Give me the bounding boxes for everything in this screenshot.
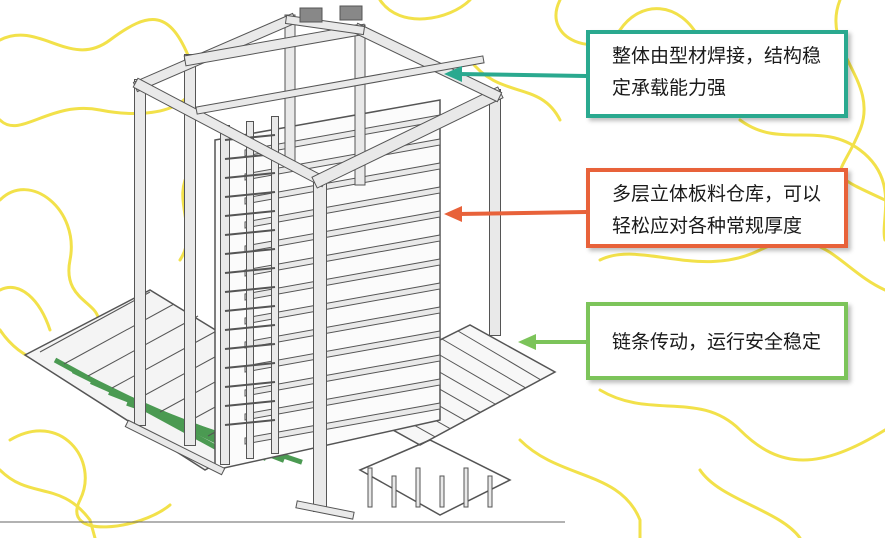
callout-2-line-2: 轻松应对各种常规厚度: [612, 215, 803, 237]
callout-3-line-1: 链条传动，运行安全稳定: [612, 331, 822, 353]
rack-shelf-layer: [244, 282, 441, 325]
rack-shelf-layer: [244, 378, 441, 421]
lift-motor: [299, 7, 323, 23]
rack-shelf-layer: [244, 162, 441, 205]
ladder-rung: [224, 191, 276, 198]
arrow-welded-structure: [457, 72, 587, 78]
conveyor-roller: [39, 291, 151, 353]
rack-shelf-layer: [244, 258, 441, 301]
lift-motor: [339, 5, 363, 21]
ladder-rung: [224, 229, 276, 236]
arrow-multilayer-warehouse-head: [444, 206, 462, 222]
ladder-rung: [224, 419, 276, 426]
frame-post-fill: [184, 24, 366, 66]
ladder-rung: [224, 400, 276, 407]
contour-line: [598, 388, 885, 462]
frame-post-fill: [133, 78, 327, 187]
frame-post-fill: [312, 87, 503, 188]
contour-line: [468, 58, 562, 122]
callout-1-line-2: 定承载能力强: [612, 77, 727, 99]
frame-post-fill: [353, 23, 502, 102]
callout-arrows: [444, 66, 587, 350]
contour-line: [378, 0, 472, 21]
callout-1-line-1: 整体由型材焊接，结构稳: [612, 45, 822, 67]
tray-slat: [441, 338, 526, 389]
callout-2-line-1: 多层立体板料仓库，可以: [612, 183, 822, 205]
contour-line: [738, 118, 885, 242]
contour-line: [518, 438, 642, 540]
frame-post-fill: [296, 501, 354, 519]
conveyor-roller: [63, 303, 175, 365]
frame-post-fill: [125, 420, 225, 475]
support-cage: [358, 439, 512, 516]
arrow-multilayer-warehouse: [457, 210, 587, 216]
frame-post-fill: [196, 56, 484, 114]
arrow-welded-structure-head: [444, 66, 462, 82]
callout-multilayer-warehouse: 多层立体板料仓库，可以 轻松应对各种常规厚度: [586, 168, 848, 248]
callout-chain-drive: 链条传动，运行安全稳定: [586, 302, 848, 380]
contour-line: [8, 429, 172, 529]
rack-shelf-layer: [244, 210, 441, 253]
conveyor-roller: [111, 327, 223, 389]
ladder-rung: [224, 305, 276, 312]
contour-line: [0, 468, 97, 540]
ladder-rung: [224, 172, 276, 179]
rack-shelf-layer: [244, 234, 441, 277]
rack-shelf-layer: [244, 402, 441, 445]
rack-shelf-layer: [244, 186, 441, 229]
rack-shelf-layer: [244, 330, 441, 373]
contour-line: [0, 285, 52, 332]
ladder-rung: [224, 248, 276, 255]
ladder-rung: [224, 286, 276, 293]
rack-shelf-layer: [244, 354, 441, 397]
ladder-rung: [224, 324, 276, 331]
arrow-chain-drive-head: [518, 334, 536, 350]
ladder-rung: [224, 267, 276, 274]
contour-line: [698, 468, 802, 540]
automated-multilayer-sheet-storage-rack-icon: [0, 5, 565, 523]
tray-slat: [457, 330, 541, 380]
ladder-rung: [224, 362, 276, 369]
ladder-rung: [224, 210, 276, 217]
ladder-rung: [224, 343, 276, 350]
callout-welded-structure: 整体由型材焊接，结构稳 定承载能力强: [586, 30, 848, 118]
contour-line: [598, 239, 885, 292]
ladder-rung: [224, 381, 276, 388]
